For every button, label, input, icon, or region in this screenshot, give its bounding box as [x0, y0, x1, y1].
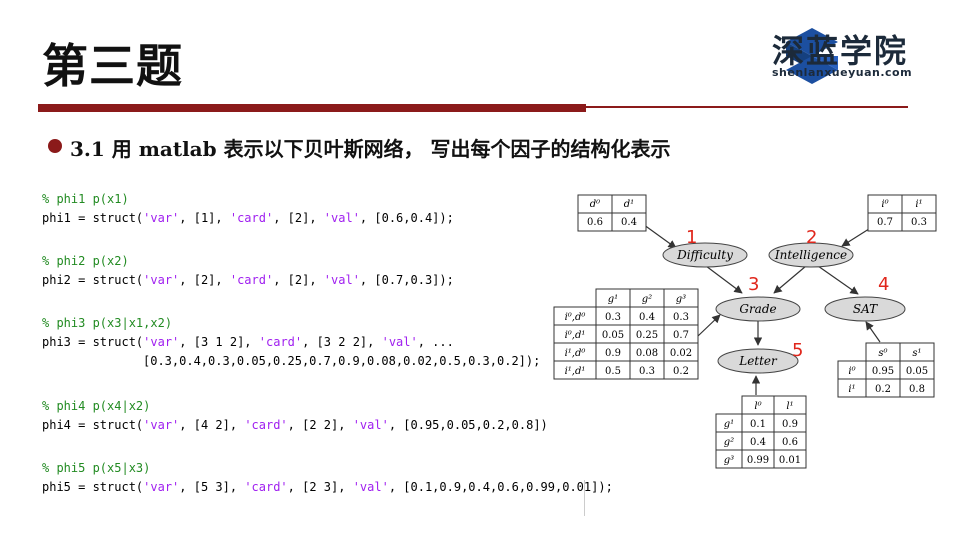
- grade-table-cell: 0.7: [673, 330, 689, 341]
- sat-table-header: s⁰: [878, 348, 887, 359]
- code-line-continuation: [0.3,0.4,0.3,0.05,0.25,0.7,0.9,0.08,0.02…: [143, 354, 541, 368]
- sat-table-cell: 0.2: [875, 384, 891, 395]
- svg-text:Intelligence: Intelligence: [774, 248, 847, 262]
- sat-table-row-label: i¹: [848, 384, 855, 395]
- logo-icon: [786, 28, 838, 84]
- letter-table-row-label: g²: [724, 437, 734, 448]
- logo-text-cn: 深蓝学院: [772, 32, 909, 70]
- node-intelligence: Intelligence: [768, 242, 854, 268]
- section-heading: 3.1 用 matlab 表示以下贝叶斯网络， 写出每个因子的结构化表示: [70, 137, 671, 161]
- node-difficulty: Difficulty: [662, 242, 748, 268]
- code-comment: % phi2 p(x2): [42, 254, 129, 268]
- difficulty-table-header: d¹: [624, 199, 634, 210]
- intelligence-table-header: i¹: [915, 199, 922, 210]
- grade-table-cell: 0.3: [605, 312, 621, 323]
- code-comment: % phi1 p(x1): [42, 192, 129, 206]
- code-comment: % phi3 p(x3|x1,x2): [42, 316, 173, 330]
- intelligence-table-cell: 0.7: [877, 217, 893, 228]
- letter-table-cell: 0.9: [782, 419, 798, 430]
- node-number-5: 5: [792, 340, 803, 361]
- sat-table-cell: 0.05: [906, 366, 928, 377]
- grade-table-cell: 0.2: [673, 366, 689, 377]
- letter-table-cell: 0.6: [782, 437, 798, 448]
- grade-table-cell: 0.05: [602, 330, 624, 341]
- node-number-4: 4: [878, 274, 889, 295]
- grade-table-cell: 0.5: [605, 366, 621, 377]
- grade-table-cell: 0.02: [670, 348, 692, 359]
- svg-text:Letter: Letter: [738, 354, 778, 368]
- code-line: phi5 = struct('var', [5 3], 'card', [2 3…: [42, 480, 613, 494]
- grade-table-cell: 0.9: [605, 348, 621, 359]
- intelligence-table-header: i⁰: [881, 199, 888, 210]
- letter-table-header: l¹: [786, 401, 793, 412]
- sat-table-row-label: i⁰: [848, 366, 855, 377]
- code-comment: % phi5 p(x5|x3): [42, 461, 151, 475]
- svg-text:Difficulty: Difficulty: [676, 248, 733, 262]
- code-line: phi1 = struct('var', [1], 'card', [2], '…: [42, 211, 454, 225]
- svg-text:SAT: SAT: [853, 302, 878, 316]
- grade-table-cell: 0.08: [636, 348, 658, 359]
- bayes-network-diagram: Difficulty Intelligence Grade SAT Letter…: [553, 194, 937, 469]
- grade-table-row-label: i⁰,d¹: [565, 330, 586, 341]
- grade-table-header: g²: [642, 294, 652, 305]
- bullet-icon: [48, 139, 62, 153]
- node-number-1: 1: [686, 227, 697, 248]
- sat-table-header: s¹: [912, 348, 921, 359]
- node-sat: SAT: [824, 296, 906, 322]
- grade-table-cell: 0.4: [639, 312, 655, 323]
- title-divider-thick: [38, 104, 586, 112]
- code-line: phi3 = struct('var', [3 1 2], 'card', [3…: [42, 335, 454, 349]
- difficulty-table-header: d⁰: [590, 199, 600, 210]
- grade-table-header: g³: [676, 294, 686, 305]
- grade-table-cell: 0.3: [673, 312, 689, 323]
- node-grade: Grade: [715, 296, 801, 322]
- letter-table-cell: 0.1: [750, 419, 766, 430]
- code-line: phi4 = struct('var', [4 2], 'card', [2 2…: [42, 418, 548, 432]
- code-line: phi2 = struct('var', [2], 'card', [2], '…: [42, 273, 454, 287]
- title-divider-thin: [586, 106, 908, 108]
- page-title: 第三题: [42, 39, 183, 93]
- svg-text:Grade: Grade: [739, 302, 776, 316]
- grade-table-header: g¹: [608, 294, 618, 305]
- letter-table-cell: 0.99: [747, 455, 769, 466]
- sat-table-cell: 0.8: [909, 384, 925, 395]
- logo-text-en: shenlanxueyuan.com: [772, 66, 913, 79]
- difficulty-table-cell: 0.6: [587, 217, 603, 228]
- letter-table-cell: 0.4: [750, 437, 766, 448]
- grade-table-row-label: i¹,d¹: [565, 366, 586, 377]
- code-comment: % phi4 p(x4|x2): [42, 399, 151, 413]
- grade-table-cell: 0.25: [636, 330, 658, 341]
- grade-table-row-label: i¹,d⁰: [565, 348, 586, 359]
- grade-table-cell: 0.3: [639, 366, 655, 377]
- node-number-2: 2: [806, 227, 817, 248]
- letter-table-row-label: g³: [724, 455, 734, 466]
- letter-table-cell: 0.01: [779, 455, 801, 466]
- node-number-3: 3: [748, 274, 759, 295]
- sat-table-cell: 0.95: [872, 366, 894, 377]
- letter-table-row-label: g¹: [724, 419, 734, 430]
- node-letter: Letter: [717, 348, 799, 374]
- intelligence-table-cell: 0.3: [911, 217, 927, 228]
- letter-table-header: l⁰: [754, 401, 761, 412]
- difficulty-table-cell: 0.4: [621, 217, 637, 228]
- grade-table-row-label: i⁰,d⁰: [565, 312, 586, 323]
- cursor-line: [584, 480, 585, 516]
